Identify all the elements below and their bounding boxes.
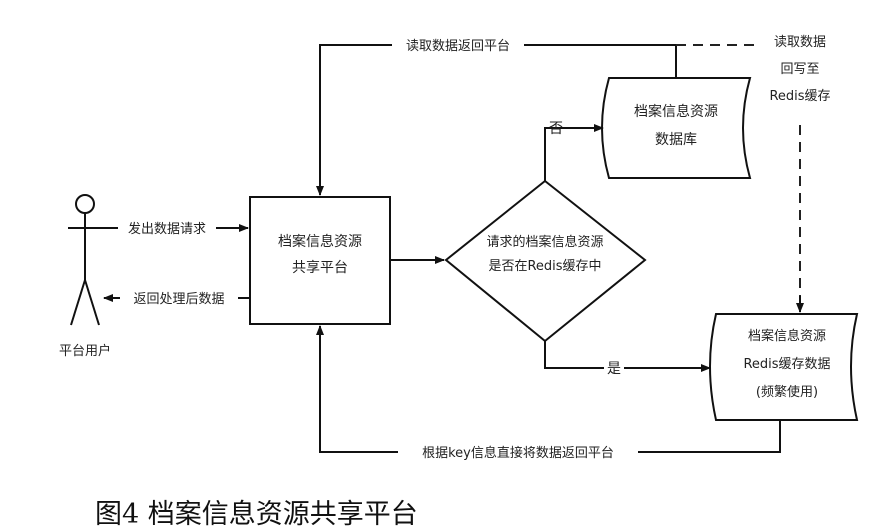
edge-no-path xyxy=(544,127,593,181)
edge-send-request-label: 发出数据请求 xyxy=(128,221,206,237)
database-label-line1: 档案信息资源 xyxy=(634,103,718,120)
platform-box xyxy=(249,196,391,325)
edge-by-key-label: 根据key信息直接将数据返回平台 xyxy=(422,445,614,461)
decision-label-line2: 是否在Redis缓存中 xyxy=(488,259,601,274)
actor-left-leg xyxy=(70,279,86,326)
cache-label-line1: 档案信息资源 xyxy=(748,328,826,344)
platform-label-line1: 档案信息资源 xyxy=(278,233,362,250)
edge-no-label: 否 xyxy=(549,121,563,137)
edge-yes-path xyxy=(544,341,700,369)
edge-yes-label: 是 xyxy=(607,361,621,377)
actor-head xyxy=(75,194,95,214)
edge-label-bg xyxy=(758,30,842,122)
edge-writeback-label-line1: 读取数据 xyxy=(774,35,826,50)
edge-label-bg xyxy=(398,442,638,462)
edge-label-bg xyxy=(118,218,216,238)
database-shape xyxy=(601,77,752,179)
cache-label-line2: Redis缓存数据 xyxy=(743,357,830,372)
user-actor xyxy=(68,194,102,326)
decision-label-line1: 请求的档案信息资源 xyxy=(486,234,603,250)
redis-cache-shape xyxy=(709,313,859,421)
edge-writeback-label-line2: 回写至 xyxy=(780,62,819,77)
edge-label-bg xyxy=(392,35,524,55)
platform-label-line2: 共享平台 xyxy=(292,259,348,276)
figure-caption: 图4 档案信息资源共享平台 xyxy=(95,499,418,529)
database-label-line2: 数据库 xyxy=(655,132,697,148)
edge-writeback-label-line3: Redis缓存 xyxy=(769,89,830,104)
edge-label-bg xyxy=(120,288,238,308)
actor-label: 平台用户 xyxy=(59,343,111,359)
edge-read-return-label: 读取数据返回平台 xyxy=(406,39,510,54)
actor-right-leg xyxy=(84,279,100,326)
edge-return-processed-label: 返回处理后数据 xyxy=(133,292,224,307)
cache-label-line3: (频繁使用) xyxy=(756,384,818,400)
edge-label-bg xyxy=(604,358,624,378)
